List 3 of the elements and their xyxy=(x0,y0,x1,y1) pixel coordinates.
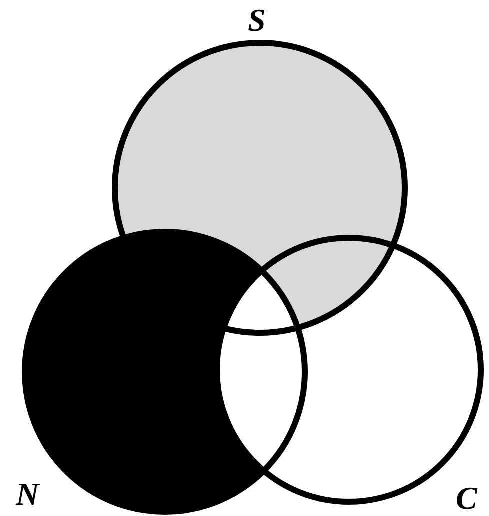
set-label: S xyxy=(248,4,266,36)
set-label: C xyxy=(456,482,478,514)
set-label: N xyxy=(16,478,40,510)
